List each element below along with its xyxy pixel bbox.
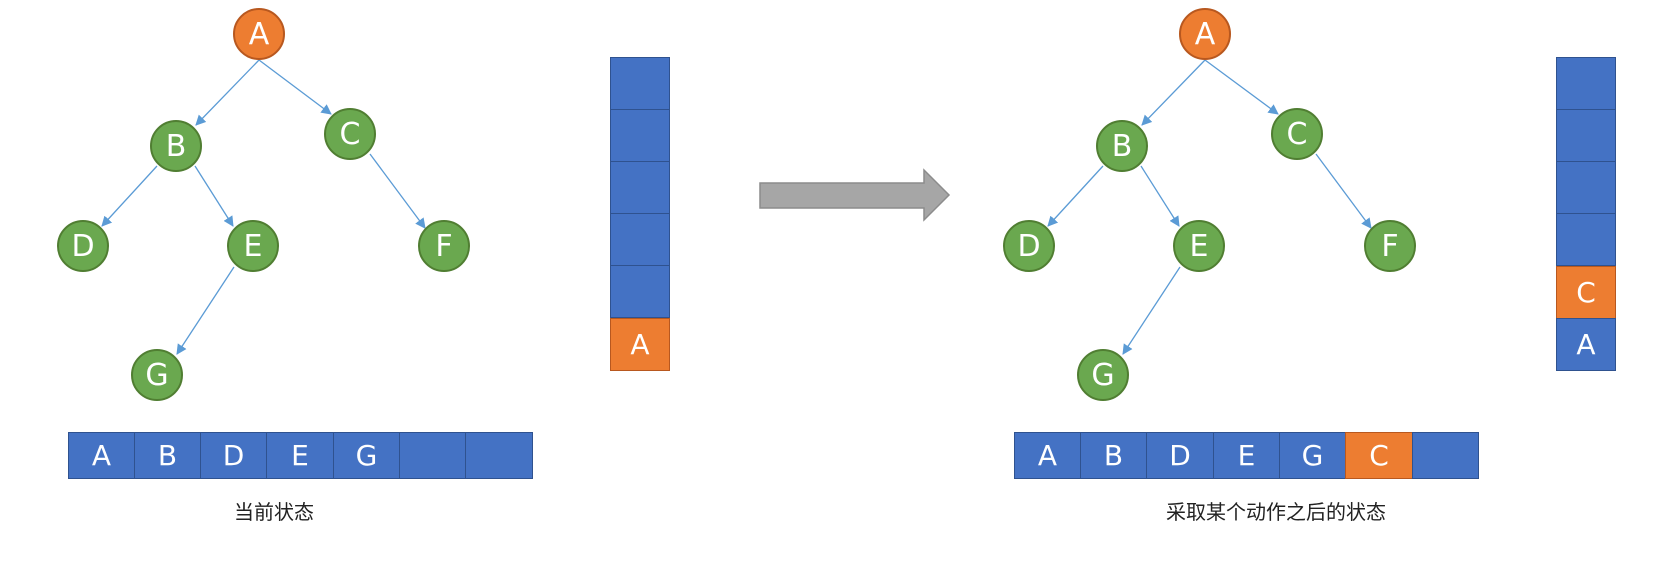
- sequence-cell: C: [1345, 432, 1413, 479]
- edge-c-f: [1315, 153, 1372, 229]
- stack-cell: A: [1556, 318, 1616, 371]
- caption-current-state: 当前状态: [234, 500, 314, 524]
- tree-node-e: E: [227, 220, 279, 272]
- stack-cell: [610, 161, 670, 214]
- edge-a-b: [1141, 59, 1206, 126]
- sequence-cell: D: [200, 432, 267, 479]
- edge-b-d: [1047, 165, 1104, 227]
- sequence-cell: D: [1146, 432, 1214, 479]
- tree-node-g: G: [131, 349, 183, 401]
- edge-e-g: [176, 266, 235, 355]
- tree-node-d: D: [57, 220, 109, 272]
- sequence-cell: [465, 432, 533, 479]
- stack-cell: A: [610, 318, 670, 371]
- sequence-cell: G: [333, 432, 400, 479]
- stack-cell: C: [1556, 266, 1616, 319]
- edge-a-c: [258, 59, 332, 115]
- stack-cell: [1556, 57, 1616, 110]
- sequence-cell: [1412, 432, 1479, 479]
- tree-node-f: F: [418, 220, 470, 272]
- stack-cell: [610, 57, 670, 110]
- sequence-cell: E: [1213, 432, 1280, 479]
- edge-b-d: [101, 165, 158, 227]
- stack-cell: [610, 109, 670, 162]
- stack-cell: [1556, 213, 1616, 266]
- stack-cell: [1556, 161, 1616, 214]
- tree-node-a: A: [233, 8, 285, 60]
- edges-layer: [101, 59, 1372, 355]
- transition-arrow: [759, 168, 951, 222]
- tree-node-c: C: [324, 108, 376, 160]
- edge-c-f: [369, 153, 426, 229]
- edge-b-e: [1140, 165, 1180, 227]
- tree-node-c: C: [1271, 108, 1323, 160]
- sequence-cell: B: [1080, 432, 1147, 479]
- edge-e-g: [1122, 266, 1181, 355]
- sequence-cell: G: [1279, 432, 1346, 479]
- stack-cell: [1556, 109, 1616, 162]
- tree-node-g: G: [1077, 349, 1129, 401]
- sequence-cell: A: [68, 432, 135, 479]
- sequence-cell: E: [266, 432, 334, 479]
- tree-node-b: B: [1096, 120, 1148, 172]
- tree-node-a: A: [1179, 8, 1231, 60]
- sequence-cell: A: [1014, 432, 1081, 479]
- sequence-cell: [399, 432, 466, 479]
- diagram-stage: A B C D E F G A A B D E G 当前状态 A B C D E…: [50, 0, 1618, 571]
- stack-cell: [610, 265, 670, 318]
- edge-a-c: [1204, 59, 1279, 115]
- edge-b-e: [194, 165, 234, 227]
- stack-cell: [610, 213, 670, 266]
- tree-node-f: F: [1364, 220, 1416, 272]
- sequence-cell: B: [134, 432, 201, 479]
- tree-node-b: B: [150, 120, 202, 172]
- edge-a-b: [195, 59, 260, 126]
- tree-node-e: E: [1173, 220, 1225, 272]
- tree-node-d: D: [1003, 220, 1055, 272]
- caption-after-action: 采取某个动作之后的状态: [1166, 500, 1386, 524]
